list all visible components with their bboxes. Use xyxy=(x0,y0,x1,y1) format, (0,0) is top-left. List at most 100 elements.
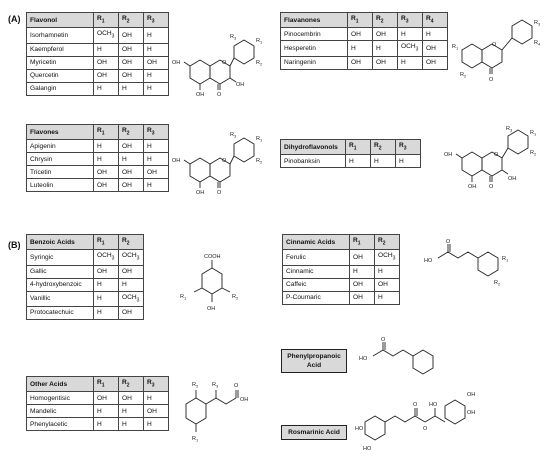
substituent-cell: OH xyxy=(372,55,398,70)
substituent-cell: H xyxy=(93,305,119,320)
substituent-cell: H xyxy=(372,40,398,57)
svg-text:R2: R2 xyxy=(256,158,263,165)
table-title-cell: Dihydroflavonols xyxy=(280,138,346,156)
substituent-cell: OH xyxy=(347,55,373,70)
svg-text:R1: R1 xyxy=(502,256,509,263)
substituent-cell: H xyxy=(93,277,119,292)
substituent-cell: H xyxy=(143,391,169,406)
substituent-cell: H xyxy=(143,178,169,193)
substituent-cell: H xyxy=(93,42,119,57)
svg-text:R1: R1 xyxy=(180,294,187,301)
section-b-label: (B) xyxy=(8,240,21,250)
substituent-cell: OH xyxy=(372,27,398,42)
table-title-cell: Other Acids xyxy=(26,375,94,393)
substituent-cell: OH xyxy=(118,305,144,320)
table-header-cell: R2 xyxy=(370,138,396,156)
svg-text:HO: HO xyxy=(363,446,372,452)
compound-name-cell: Quercetin xyxy=(26,68,94,83)
table-title-cell: Flavonol xyxy=(26,11,94,29)
svg-text:OH: OH xyxy=(196,190,204,196)
substituent-cell: OH xyxy=(93,55,119,70)
table-title-cell: Flavones xyxy=(26,123,94,141)
substituent-cell: H xyxy=(118,152,144,167)
substituent-cell: OCH3 xyxy=(374,249,400,266)
svg-text:OH: OH xyxy=(172,158,180,164)
svg-text:R3: R3 xyxy=(230,132,237,139)
other-acid-structure: R2 R3 O OH R1 xyxy=(185,382,248,443)
svg-text:R1: R1 xyxy=(256,38,263,45)
svg-text:O: O xyxy=(413,402,418,408)
substituent-cell: OH xyxy=(347,27,373,42)
compound-name-cell: 4-hydroxybenzoic xyxy=(26,277,94,292)
svg-text:R1: R1 xyxy=(530,130,537,137)
table-header-cell: R4 xyxy=(422,11,448,29)
flavanone-structure: O O R1 R2 R3 R4 xyxy=(452,19,541,83)
compound-name-cell: Pinobanksin xyxy=(280,154,346,169)
table-header-cell: R1 xyxy=(93,233,119,251)
flavone-structure: OH OH O O R3 R1 R2 xyxy=(172,132,263,196)
svg-text:R3: R3 xyxy=(506,126,513,133)
table-header-cell: R1 xyxy=(349,233,375,251)
substituent-cell: H xyxy=(347,40,373,57)
substituent-cell: H xyxy=(143,68,169,83)
svg-text:R3: R3 xyxy=(534,20,541,27)
substituent-cell: OH xyxy=(118,139,144,154)
svg-text:O: O xyxy=(381,337,386,343)
svg-text:R1: R1 xyxy=(256,136,263,143)
substituent-cell: H xyxy=(397,55,423,70)
compound-name-cell: Phenylacetic xyxy=(26,417,94,432)
table-header-cell: R1 xyxy=(93,123,119,141)
substituent-cell: H xyxy=(397,27,423,42)
substituent-cell: OH xyxy=(118,391,144,406)
compound-name-cell: Cinnamic xyxy=(282,264,350,279)
table-title-cell: Benzoic Acids xyxy=(26,233,94,251)
substituent-cell: H xyxy=(118,81,144,96)
compound-name-cell: Luteolin xyxy=(26,178,94,193)
rosmarinic-acid-box: Rosmarinic Acid xyxy=(281,425,347,440)
svg-text:R4: R4 xyxy=(534,40,541,47)
substituent-cell: OH xyxy=(93,165,119,180)
svg-text:O: O xyxy=(234,383,239,389)
compound-name-cell: Pinocembrin xyxy=(280,27,348,42)
svg-text:HO: HO xyxy=(359,356,368,362)
svg-text:R3: R3 xyxy=(212,382,219,389)
substituent-cell: OH xyxy=(93,391,119,406)
svg-text:R2: R2 xyxy=(494,280,501,287)
substituent-cell: H xyxy=(345,154,371,169)
compound-name-cell: Hesperetin xyxy=(280,40,348,57)
substituent-cell: OH xyxy=(118,68,144,83)
substituent-cell: H xyxy=(395,154,421,169)
substituent-cell: H xyxy=(118,404,144,419)
compound-name-cell: Syringic xyxy=(26,249,94,266)
svg-text:OH: OH xyxy=(468,184,476,190)
compound-name-cell: P-Coumaric xyxy=(282,290,350,305)
svg-text:R2: R2 xyxy=(232,294,239,301)
svg-text:O: O xyxy=(217,190,222,196)
svg-text:HO: HO xyxy=(424,258,433,264)
svg-text:O: O xyxy=(489,77,494,83)
substituent-cell: OH xyxy=(118,165,144,180)
substituent-cell: OH xyxy=(374,277,400,292)
substituent-cell: OCH3 xyxy=(118,249,144,266)
svg-text:R3: R3 xyxy=(230,34,237,41)
